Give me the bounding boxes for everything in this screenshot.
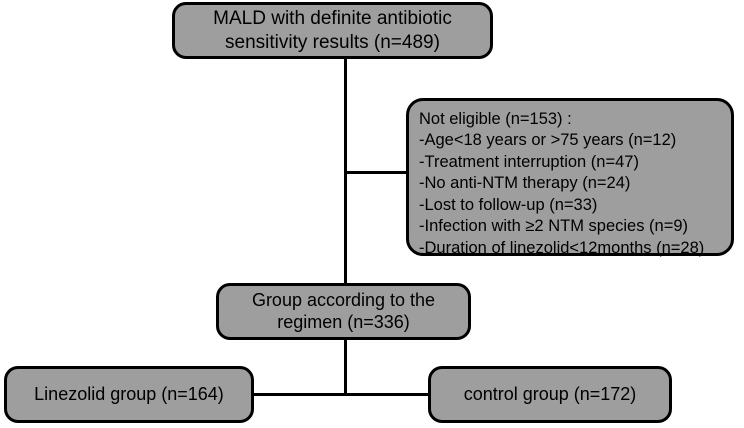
node-linezolid-group: Linezolid group (n=164) [4, 366, 254, 423]
node-source-population: MALD with definite antibiotic sensitivit… [172, 2, 493, 59]
node-grouped-by-regimen: Group according to the regimen (n=336) [216, 283, 471, 340]
node-source-population-label: MALD with definite antibiotic sensitivit… [213, 8, 452, 53]
node-not-eligible: Not eligible (n=153) : -Age<18 years or … [406, 98, 734, 257]
node-control-group: control group (n=172) [428, 366, 672, 423]
connector-split-bar [150, 393, 480, 396]
node-not-eligible-label: Not eligible (n=153) : -Age<18 years or … [419, 110, 705, 257]
connector-to-exclusion-box [344, 171, 409, 174]
node-control-group-label: control group (n=172) [463, 383, 637, 404]
node-linezolid-group-label: Linezolid group (n=164) [34, 383, 224, 404]
connector-group-to-split [344, 338, 347, 395]
node-grouped-by-regimen-label: Group according to the regimen (n=336) [251, 289, 436, 332]
